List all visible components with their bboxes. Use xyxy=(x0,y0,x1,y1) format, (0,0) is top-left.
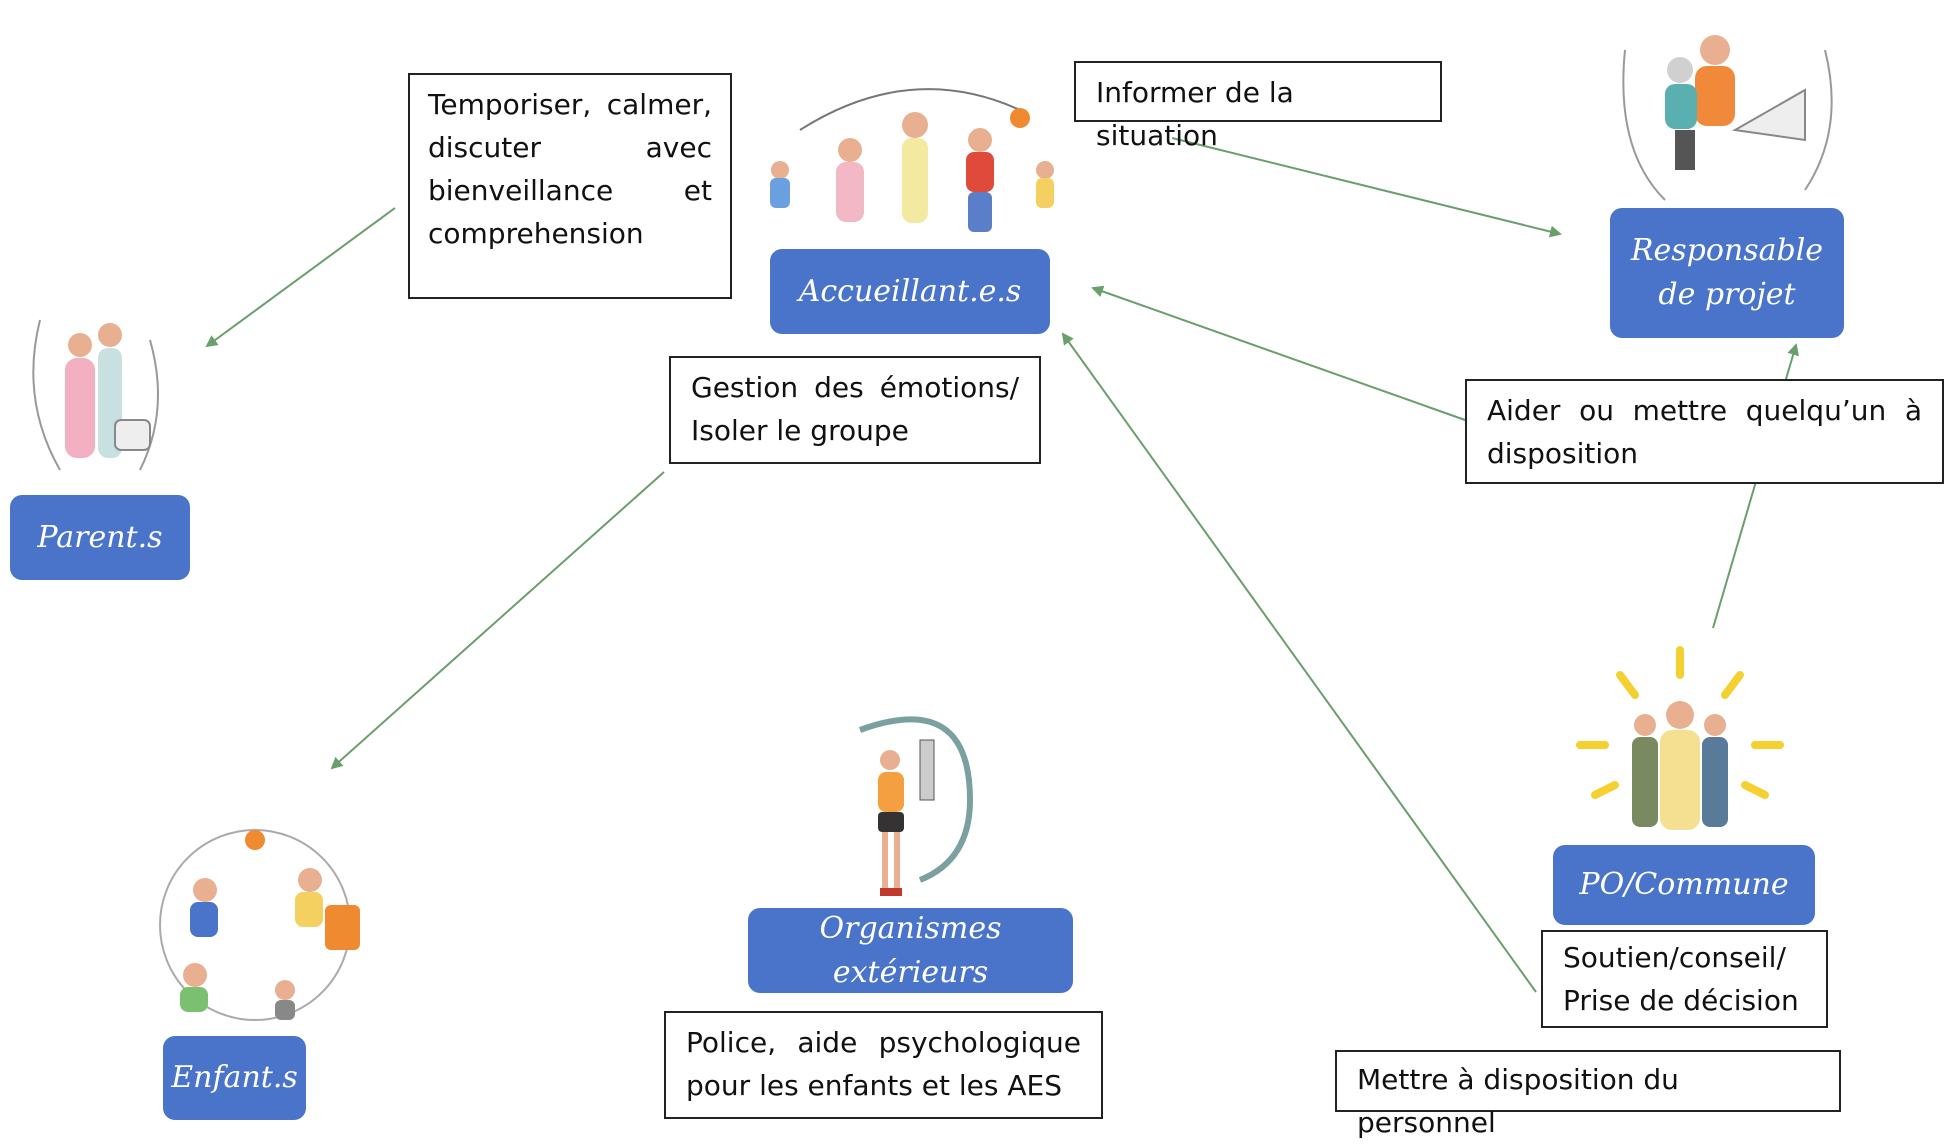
actor-responsable-label-line2: de projet xyxy=(1658,277,1796,312)
note-temporiser-line4: comprehension xyxy=(428,217,644,250)
note-temporiser-line2: discuter avec xyxy=(428,131,712,164)
actor-accueillants-label: Accueillant.e.s xyxy=(798,273,1022,309)
note-gestion-line1: Gestion des émotions/ xyxy=(691,371,1019,404)
actor-responsable-label-line1: Responsable xyxy=(1630,233,1824,268)
arrow-to-responsable xyxy=(1171,137,1562,238)
accueillants-illustration xyxy=(770,88,1054,232)
note-temporiser-line1: Temporiser, calmer, xyxy=(428,88,712,121)
arrow-to-parents xyxy=(205,207,396,348)
actor-enfants: Enfant.s xyxy=(163,1036,306,1120)
actor-responsable-de-projet: Responsable de projet xyxy=(1610,208,1844,338)
organismes-illustration xyxy=(858,716,974,896)
note-gestion-emotions: Gestion des émotions/ Isoler le groupe xyxy=(669,356,1041,464)
arrow-aider-to-accueillants xyxy=(1091,285,1466,421)
actor-accueillants: Accueillant.e.s xyxy=(770,249,1050,334)
note-soutien: Soutien/conseil/ Prise de décision xyxy=(1541,930,1828,1028)
note-police: Police, aide psychologique pour les enfa… xyxy=(664,1011,1103,1119)
actor-organismes-label: Organismes extérieurs xyxy=(819,910,1002,990)
actor-parents: Parent.s xyxy=(10,495,190,580)
note-mettre-text: Mettre à disposition du personnel xyxy=(1357,1063,1679,1139)
note-mettre-a-disposition: Mettre à disposition du personnel xyxy=(1335,1050,1841,1139)
arrow-to-enfants xyxy=(330,471,665,770)
note-police-line1: Police, aide psychologique xyxy=(686,1026,1081,1059)
arrows-layer xyxy=(205,137,1799,993)
note-temporiser-line3: bienveillance et xyxy=(428,174,712,207)
actor-organismes-exterieurs: Organismes extérieurs xyxy=(748,908,1073,993)
note-gestion-line2: Isoler le groupe xyxy=(691,414,909,447)
note-aider: Aider ou mettre quelqu’un à disposition xyxy=(1465,379,1944,484)
note-soutien-line2: Prise de décision xyxy=(1563,984,1799,1017)
note-soutien-line1: Soutien/conseil/ xyxy=(1563,941,1786,974)
note-informer: Informer de la situation xyxy=(1074,61,1442,152)
note-informer-text: Informer de la situation xyxy=(1096,76,1294,152)
arrow-po-to-accueillants xyxy=(1061,332,1537,993)
note-temporiser: Temporiser, calmer, discuter avec bienve… xyxy=(408,73,732,299)
po-commune-illustration xyxy=(1576,646,1784,830)
actor-po-commune: PO/Commune xyxy=(1553,845,1815,925)
parents-illustration xyxy=(32,319,159,471)
actor-parents-label: Parent.s xyxy=(37,519,163,555)
actor-po-commune-label: PO/Commune xyxy=(1579,867,1789,902)
note-police-line2: pour les enfants et les AES xyxy=(686,1069,1062,1102)
enfants-illustration xyxy=(159,829,360,1021)
note-aider-line1: Aider ou mettre quelqu’un à xyxy=(1487,394,1922,427)
note-aider-line2: disposition xyxy=(1487,437,1639,470)
responsable-illustration xyxy=(1622,35,1833,201)
actor-enfants-label: Enfant.s xyxy=(171,1060,298,1095)
